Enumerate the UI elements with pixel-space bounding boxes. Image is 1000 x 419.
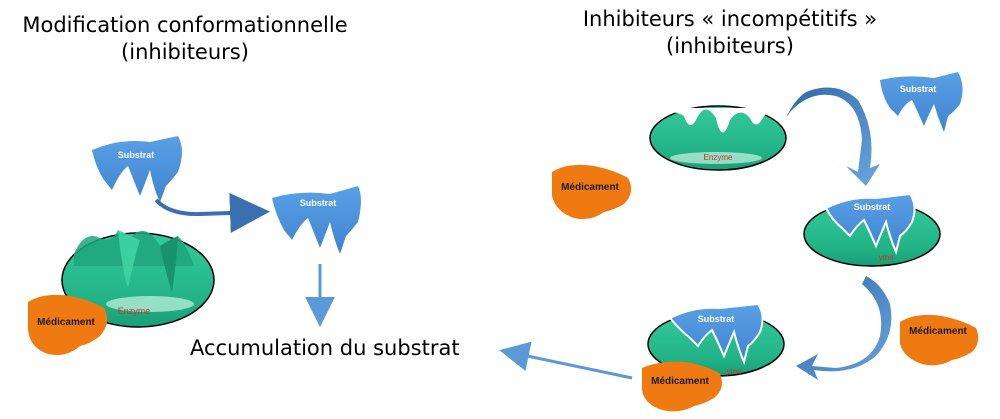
arrow-binding-step xyxy=(786,87,880,186)
right-title: Inhibiteurs « incompétitifs » (inhibiteu… xyxy=(560,6,900,60)
substrate-free-right: Substrat xyxy=(880,72,963,132)
enzyme-substrate-complex: Substrat yme xyxy=(803,192,941,267)
drug-floating: Médicament xyxy=(552,164,632,220)
substrate-label: Substrat xyxy=(698,314,735,324)
left-title-line2: (inhibiteurs) xyxy=(121,40,249,64)
enzyme-deformed: Enzyme xyxy=(61,230,215,328)
drug-label: Médicament xyxy=(561,182,619,193)
substrate-rejected: Substrat xyxy=(272,186,361,254)
enzyme-label: Enzyme xyxy=(704,153,733,162)
enzyme-empty: Enzyme xyxy=(649,105,787,171)
enzyme-label: Enzyme xyxy=(118,306,151,316)
arrow-substrate-rejected xyxy=(154,192,270,233)
substrate-label: Substrat xyxy=(300,198,337,208)
drug-left: Médicament xyxy=(28,294,108,355)
drug-label: Médicament xyxy=(909,326,967,337)
substrate-label: Substrat xyxy=(900,84,937,94)
substrate-label: Substrat xyxy=(118,150,155,160)
right-title-line1: Inhibiteurs « incompétitifs » xyxy=(582,7,878,31)
right-title-line2: (inhibiteurs) xyxy=(666,34,794,58)
substrate-label: Substrat xyxy=(854,202,891,212)
arrow-to-accumulation-right xyxy=(499,341,633,380)
accumulation-label: Accumulation du substrat xyxy=(190,336,460,360)
enzyme-substrate-drug-complex: Substrat yme Médicament xyxy=(642,302,785,412)
drug-right: Médicament xyxy=(900,314,979,366)
drug-label: Médicament xyxy=(651,376,709,387)
left-title-line1: Modification conformationnelle xyxy=(22,13,348,37)
left-title: Modification conformationnelle (inhibite… xyxy=(0,12,370,66)
enzyme-partial-label: yme xyxy=(726,367,742,376)
drug-label: Médicament xyxy=(37,317,95,328)
substrate-free-left: Substrat xyxy=(92,136,182,202)
arrow-drug-binding-step xyxy=(796,276,892,380)
enzyme-partial-label: yme xyxy=(878,253,894,262)
